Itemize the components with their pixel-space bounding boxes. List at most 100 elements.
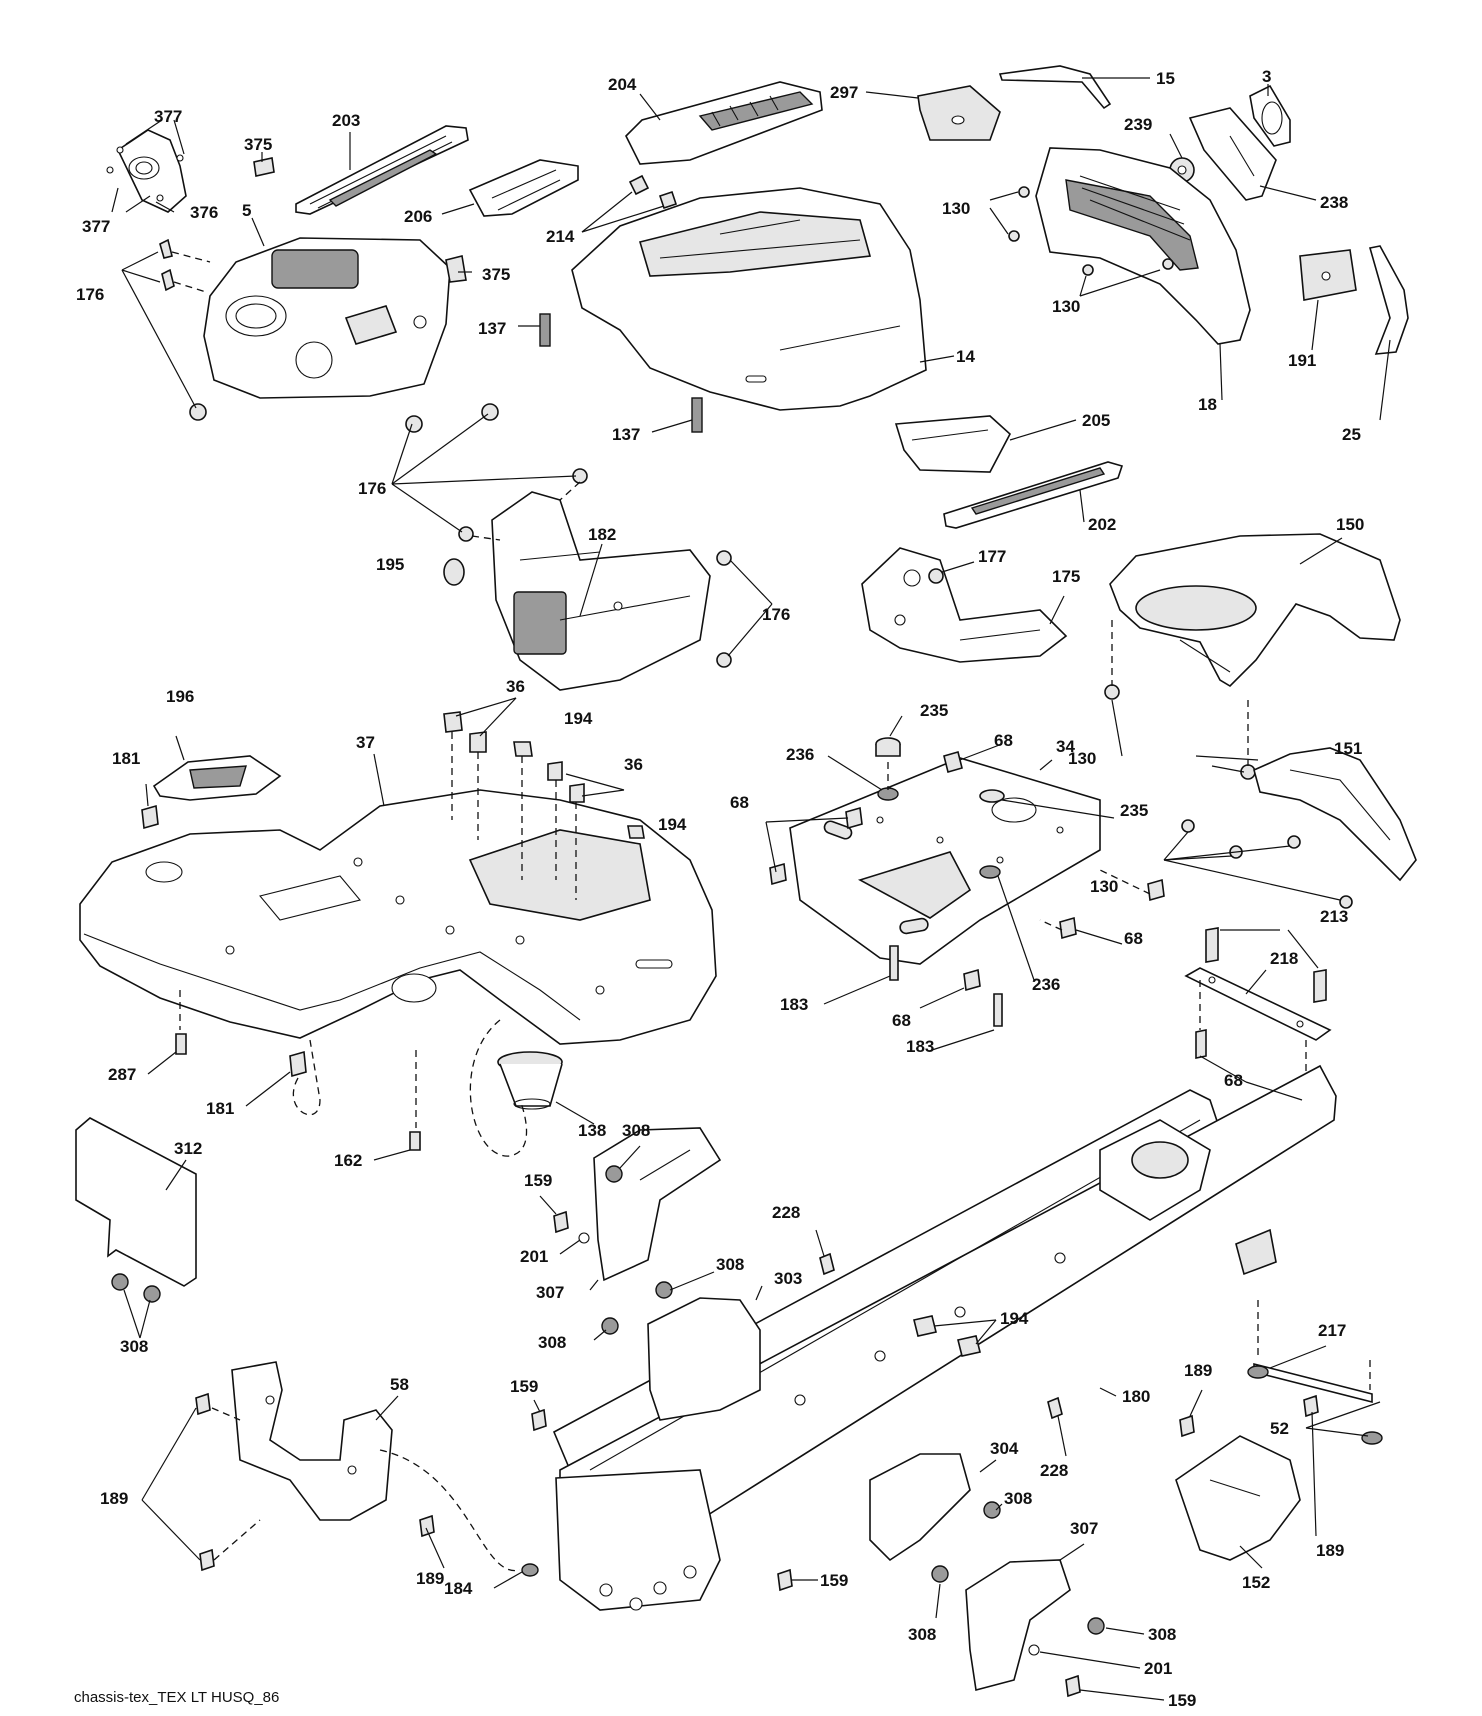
- callout-137-top: 137: [478, 319, 506, 338]
- callout-18: 18: [1198, 395, 1217, 414]
- part-206-duct: [468, 159, 579, 217]
- callout-194-top: 194: [564, 709, 593, 728]
- part-3-emblem: [1249, 84, 1291, 147]
- callout-239: 239: [1124, 115, 1152, 134]
- callout-204: 204: [608, 75, 637, 94]
- part-201-washer-b: [1028, 1644, 1040, 1656]
- callout-238: 238: [1320, 193, 1348, 212]
- callout-180: 180: [1122, 1387, 1150, 1406]
- callout-213: 213: [1320, 907, 1348, 926]
- callout-201-a: 201: [520, 1247, 548, 1266]
- callout-377-bottom: 377: [82, 217, 110, 236]
- part-36-bolts: [443, 711, 585, 900]
- callout-196: 196: [166, 687, 194, 706]
- part-307-guard-a: [593, 1127, 722, 1282]
- callout-176-center: 176: [358, 479, 386, 498]
- callout-377-top: 377: [154, 107, 182, 126]
- callout-159-c: 159: [820, 1571, 848, 1590]
- part-52-bushings: [1247, 1365, 1383, 1445]
- callout-308-c: 308: [538, 1333, 566, 1352]
- callout-195: 195: [376, 555, 404, 574]
- callout-181-bottom: 181: [206, 1099, 234, 1118]
- part-205-duct: [894, 415, 1011, 473]
- callout-217: 217: [1318, 1321, 1346, 1340]
- callout-130-151: 130: [1090, 877, 1118, 896]
- callout-304: 304: [990, 1439, 1019, 1458]
- part-194-nuts-frame: [913, 1315, 981, 1357]
- callout-152: 152: [1242, 1573, 1270, 1592]
- part-37-fender: [79, 789, 717, 1045]
- part-130-screw-shroud: [1104, 620, 1256, 780]
- part-375-clip-a: [253, 157, 275, 177]
- callout-203: 203: [332, 111, 360, 130]
- part-213-bolts: [1205, 927, 1327, 1003]
- callout-159-b: 159: [510, 1377, 538, 1396]
- callout-308-e: 308: [1148, 1625, 1176, 1644]
- part-236-bushing-a: [877, 762, 899, 801]
- part-5-dash-panel: [203, 237, 451, 399]
- callout-36-top: 36: [506, 677, 525, 696]
- part-238-panel: [1188, 107, 1277, 201]
- callout-175: 175: [1052, 567, 1080, 586]
- callout-308-d: 308: [1004, 1489, 1032, 1508]
- callout-228-b: 228: [1040, 1461, 1068, 1480]
- callout-130-grille-bottom: 130: [1052, 297, 1080, 316]
- part-308-screws-low: [931, 1501, 1105, 1635]
- callout-176-left: 176: [76, 285, 104, 304]
- callout-68-top: 68: [994, 731, 1013, 750]
- callout-189-left-bottom: 189: [416, 1569, 444, 1588]
- callout-194-frame: 194: [1000, 1309, 1029, 1328]
- part-218-strap: [1184, 967, 1332, 1041]
- diagram-caption: chassis-tex_TEX LT HUSQ_86: [74, 1689, 279, 1706]
- part-159-screws-frame: [531, 1408, 793, 1592]
- callout-308-f: 308: [908, 1625, 936, 1644]
- callout-201-b: 201: [1144, 1659, 1172, 1678]
- callout-236-bottom: 236: [1032, 975, 1060, 994]
- leader-lines: [111, 77, 1391, 1701]
- callout-206: 206: [404, 207, 432, 226]
- part-68-bolts-plate: [769, 751, 1165, 992]
- callout-183-right: 183: [906, 1037, 934, 1056]
- callout-34: 34: [1056, 737, 1075, 756]
- part-25-trim: [1368, 245, 1409, 355]
- callout-228-a: 228: [772, 1203, 800, 1222]
- callout-182: 182: [588, 525, 616, 544]
- callout-68-bottom: 68: [892, 1011, 911, 1030]
- callout-25: 25: [1342, 425, 1361, 444]
- callout-308-b: 308: [716, 1255, 744, 1274]
- part-376-bracket: [106, 129, 187, 213]
- part-201-washer-a: [578, 1232, 590, 1244]
- callout-52: 52: [1270, 1419, 1289, 1438]
- part-195-bushing: [443, 558, 465, 586]
- callout-375-top: 375: [244, 135, 272, 154]
- callout-68-right: 68: [1124, 929, 1143, 948]
- part-130-screws-grille: [1008, 186, 1174, 276]
- part-151-bracket: [1253, 747, 1417, 882]
- part-176-bolts-left: [159, 238, 499, 433]
- callout-214: 214: [546, 227, 575, 246]
- callout-303: 303: [774, 1269, 802, 1288]
- callout-137-bottom: 137: [612, 425, 640, 444]
- part-194-nuts-fender: [513, 741, 645, 880]
- callout-189-right-top: 189: [1184, 1361, 1212, 1380]
- callout-130-grille-top: 130: [942, 199, 970, 218]
- part-203-vent-grille: [295, 125, 469, 215]
- part-159-screw-a: [553, 1210, 569, 1234]
- callout-218: 218: [1270, 949, 1298, 968]
- part-176-bolts-center: [458, 468, 732, 668]
- callout-68-left: 68: [730, 793, 749, 812]
- callout-189-right-bottom: 189: [1316, 1541, 1344, 1560]
- callout-235-top: 235: [920, 701, 948, 720]
- part-130-screws-151: [1181, 819, 1353, 909]
- callout-236-top: 236: [786, 745, 814, 764]
- callout-308-a: 308: [622, 1121, 650, 1140]
- part-297-block: [917, 85, 1001, 141]
- callout-138: 138: [578, 1121, 606, 1140]
- callout-189-left-top: 189: [100, 1489, 128, 1508]
- part-137-spacer-a: [539, 313, 551, 347]
- callout-375-bottom: 375: [482, 265, 510, 284]
- part-189-screws: [195, 1392, 1319, 1572]
- part-177-nut: [928, 568, 944, 584]
- callout-58: 58: [390, 1375, 409, 1394]
- part-236-bushing-b: [979, 865, 1001, 879]
